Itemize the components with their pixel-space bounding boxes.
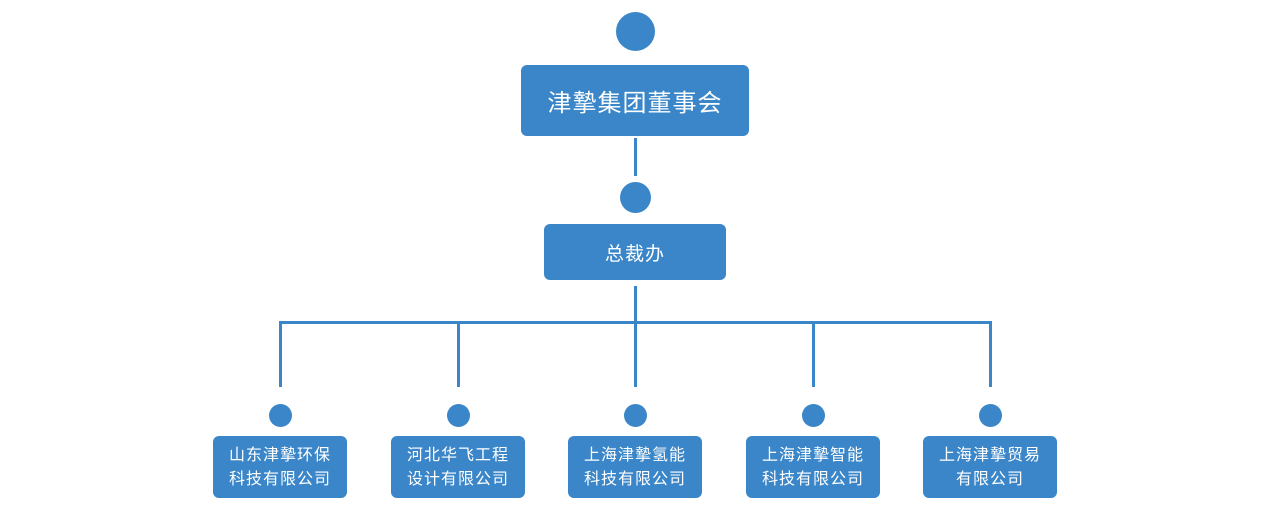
company-4-line2: 科技有限公司 (761, 469, 864, 488)
board-node-label: 津摯集团董事会 (547, 89, 723, 117)
company-node-3[interactable]: 上海津摯氢能 科技有限公司 (568, 436, 702, 498)
drop-line-3 (634, 321, 637, 387)
drop-line-5 (989, 321, 992, 387)
company-3-line1: 上海津摯氢能 (583, 445, 686, 464)
top-node-dot (616, 12, 655, 51)
company-node-4[interactable]: 上海津摯智能 科技有限公司 (746, 436, 880, 498)
company-node-5[interactable]: 上海津摯贸易 有限公司 (923, 436, 1057, 498)
company-dot-2 (447, 404, 470, 427)
company-1-line2: 科技有限公司 (228, 469, 331, 488)
company-2-line1: 河北华飞工程 (406, 445, 509, 464)
company-dot-4 (802, 404, 825, 427)
company-3-line2: 科技有限公司 (583, 469, 686, 488)
company-node-2[interactable]: 河北华飞工程 设计有限公司 (391, 436, 525, 498)
company-4-line1: 上海津摯智能 (761, 445, 864, 464)
office-node-dot (620, 182, 651, 213)
company-5-line1: 上海津摯贸易 (938, 445, 1041, 464)
company-2-line2: 设计有限公司 (406, 469, 509, 488)
company-dot-5 (979, 404, 1002, 427)
board-to-office-connector (634, 138, 637, 176)
office-node-label: 总裁办 (604, 242, 665, 265)
company-1-line1: 山东津摯环保 (228, 445, 331, 464)
company-dot-1 (269, 404, 292, 427)
drop-line-2 (457, 321, 460, 387)
company-dot-3 (624, 404, 647, 427)
office-to-bus-connector (634, 286, 637, 322)
drop-line-1 (279, 321, 282, 387)
company-node-1[interactable]: 山东津摯环保 科技有限公司 (213, 436, 347, 498)
board-node[interactable]: 津摯集团董事会 (521, 65, 749, 136)
drop-line-4 (812, 321, 815, 387)
office-node[interactable]: 总裁办 (544, 224, 726, 280)
company-5-line2: 有限公司 (955, 469, 1024, 488)
